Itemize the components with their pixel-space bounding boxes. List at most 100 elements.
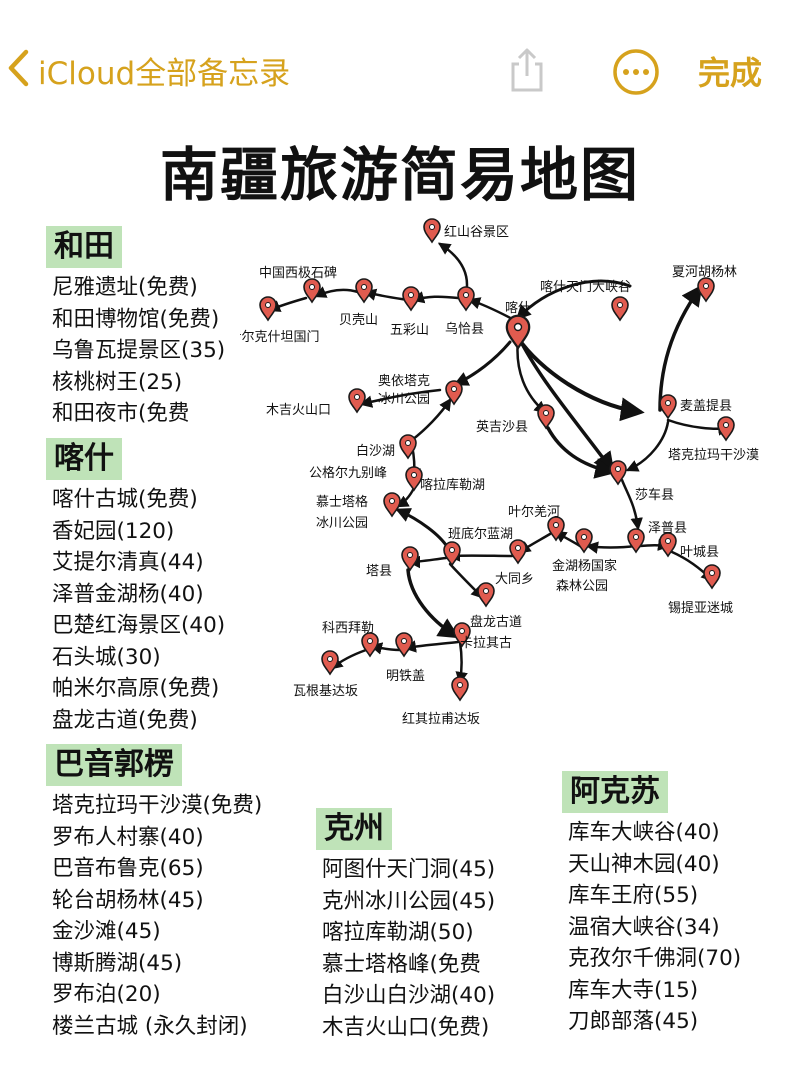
attraction-item: 轮台胡杨林(45) bbox=[52, 887, 204, 913]
location-pin-icon bbox=[611, 296, 629, 322]
attraction-item: 温宿大峡谷(34) bbox=[568, 914, 720, 940]
map-label: 喀什 bbox=[505, 300, 531, 316]
location-pin-icon bbox=[453, 622, 471, 648]
route-arrow bbox=[403, 640, 460, 653]
section-title: 喀什 bbox=[46, 438, 122, 480]
route-arrow bbox=[313, 286, 360, 298]
attraction-item: 和田博物馆(免费) bbox=[52, 306, 220, 332]
location-pin-icon bbox=[703, 564, 721, 590]
attraction-item: 白沙山白沙湖(40) bbox=[322, 983, 496, 1008]
section-bayin: 巴音郭楞 塔克拉玛干沙漠(免费) 罗布人村寨(40) 巴音布鲁克(65) 轮台胡… bbox=[46, 744, 262, 1042]
location-pin-icon bbox=[505, 314, 531, 351]
attraction-item: 博斯腾湖(45) bbox=[52, 950, 183, 976]
map-label: 泽普县 bbox=[648, 521, 687, 536]
attraction-item: 尼雅遗址(免费) bbox=[52, 275, 198, 300]
attraction-item: 石头城(30) bbox=[52, 644, 161, 670]
attraction-list: 喀什古城(免费) 香妃园(120) 艾提尔清真(44) 泽普金湖杨(40) 巴楚… bbox=[46, 484, 225, 736]
location-pin-icon bbox=[659, 394, 677, 420]
route-arrow bbox=[411, 291, 460, 304]
section-akesu: 阿克苏 库车大峡谷(40) 天山神木园(40) 库车王府(55) 温宿大峡谷(3… bbox=[562, 771, 741, 1038]
map-label: 冰川公园 bbox=[316, 516, 368, 531]
attraction-item: 库车大峡谷(40) bbox=[568, 820, 720, 845]
location-pin-icon bbox=[537, 404, 555, 430]
route-map: 红山谷景区中国西极石碑伊尔克什坦国门贝壳山五彩山乌恰县喀什喀什天门大峡谷夏河胡杨… bbox=[240, 218, 759, 725]
attraction-item: 塔克拉玛干沙漠(免费) bbox=[52, 793, 263, 818]
map-label: 公格尔九别峰 bbox=[309, 465, 387, 481]
map-label: 慕士塔格 bbox=[316, 494, 368, 510]
attraction-item: 巴楚红海景区(40) bbox=[52, 613, 226, 638]
more-icon[interactable] bbox=[612, 48, 660, 96]
map-label: 五彩山 bbox=[390, 323, 429, 338]
map-label: 金湖杨国家 bbox=[552, 558, 617, 574]
attraction-item: 阿图什天门洞(45) bbox=[322, 857, 496, 882]
route-arrow bbox=[546, 426, 617, 479]
location-pin-icon bbox=[348, 388, 366, 414]
page-title: 南疆旅游简易地图 bbox=[159, 141, 640, 209]
attraction-item: 喀什古城(免费) bbox=[52, 487, 198, 512]
attraction-item: 楼兰古城 (永久封闭) bbox=[52, 1013, 248, 1039]
section-title: 和田 bbox=[46, 226, 122, 268]
attraction-item: 木吉火山口(免费) bbox=[322, 1014, 490, 1040]
map-label: 班底尔蓝湖 bbox=[448, 526, 513, 542]
location-pin-icon bbox=[509, 539, 527, 565]
map-label: 冰川公园 bbox=[378, 392, 430, 407]
location-pin-icon bbox=[361, 632, 379, 658]
route-arrow bbox=[410, 397, 452, 442]
map-label: 叶城县 bbox=[680, 545, 719, 560]
route-arrow bbox=[395, 508, 450, 550]
attraction-list: 阿图什天门洞(45) 克州冰川公园(45) 喀拉库勒湖(50) 慕士塔格峰(免费… bbox=[316, 854, 495, 1043]
back-button[interactable]: iCloud全部备忘录 bbox=[6, 46, 290, 94]
attraction-item: 库车大寺(15) bbox=[568, 977, 699, 1003]
attraction-item: 和田夜市(免费 bbox=[52, 401, 190, 426]
section-title: 克州 bbox=[316, 808, 392, 850]
location-pin-icon bbox=[457, 286, 475, 312]
section-title: 巴音郭楞 bbox=[46, 744, 182, 786]
route-lines bbox=[267, 242, 731, 685]
location-pin-icon bbox=[717, 416, 735, 442]
location-pin-icon bbox=[395, 632, 413, 658]
map-label: 明铁盖 bbox=[386, 669, 425, 684]
route-arrow bbox=[585, 541, 638, 554]
map-label: 盘龙古道 bbox=[470, 614, 522, 630]
map-label: 中国西极石碑 bbox=[259, 265, 337, 281]
location-pin-icon bbox=[405, 466, 423, 492]
location-pin-icon bbox=[303, 278, 321, 304]
map-label: 瓦根基达坂 bbox=[293, 684, 358, 699]
done-button[interactable]: 完成 bbox=[698, 54, 763, 92]
share-icon[interactable] bbox=[505, 46, 549, 94]
location-pin-icon bbox=[627, 528, 645, 554]
map-label: 红其拉甫达坂 bbox=[402, 711, 480, 725]
map-label: 莎车县 bbox=[635, 487, 674, 503]
route-arrow bbox=[363, 288, 410, 302]
map-label: 科西拜勒 bbox=[322, 621, 374, 636]
attraction-item: 核桃树王(25) bbox=[52, 369, 183, 395]
location-pin-icon bbox=[659, 532, 677, 558]
attraction-item: 艾提尔清真(44) bbox=[52, 550, 204, 575]
section-kashi: 喀什 喀什古城(免费) 香妃园(120) 艾提尔清真(44) 泽普金湖杨(40)… bbox=[46, 438, 225, 736]
section-hetian: 和田 尼雅遗址(免费) 和田博物馆(免费) 乌鲁瓦提景区(35) 核桃树王(25… bbox=[46, 226, 225, 430]
attraction-list: 塔克拉玛干沙漠(免费) 罗布人村寨(40) 巴音布鲁克(65) 轮台胡杨林(45… bbox=[46, 790, 262, 1042]
location-pin-icon bbox=[443, 541, 461, 567]
attraction-item: 罗布泊(20) bbox=[52, 982, 161, 1007]
route-arrow bbox=[453, 340, 512, 386]
map-label: 喀什天门大峡谷 bbox=[540, 279, 631, 295]
route-arrow bbox=[620, 478, 643, 531]
location-pin-icon bbox=[259, 296, 277, 322]
route-arrow bbox=[515, 279, 632, 321]
attraction-item: 泽普金湖杨(40) bbox=[52, 581, 204, 607]
location-pin-icon bbox=[423, 218, 441, 244]
route-arrow bbox=[516, 336, 645, 422]
attraction-item: 克州冰川公园(45) bbox=[322, 888, 496, 914]
location-pin-icon bbox=[383, 492, 401, 518]
route-arrow bbox=[406, 568, 460, 639]
location-pin-icon bbox=[609, 460, 627, 486]
map-label: 乌恰县 bbox=[445, 321, 484, 337]
route-arrow bbox=[658, 284, 703, 412]
back-label: iCloud全部备忘录 bbox=[38, 55, 291, 92]
location-pin-icon bbox=[697, 277, 715, 303]
location-pin-icon bbox=[477, 582, 495, 608]
attraction-item: 天山神木园(40) bbox=[568, 851, 720, 877]
attraction-item: 刀郎部落(45) bbox=[568, 1009, 699, 1034]
map-pins bbox=[259, 218, 735, 702]
map-label: 白沙湖 bbox=[356, 443, 395, 459]
